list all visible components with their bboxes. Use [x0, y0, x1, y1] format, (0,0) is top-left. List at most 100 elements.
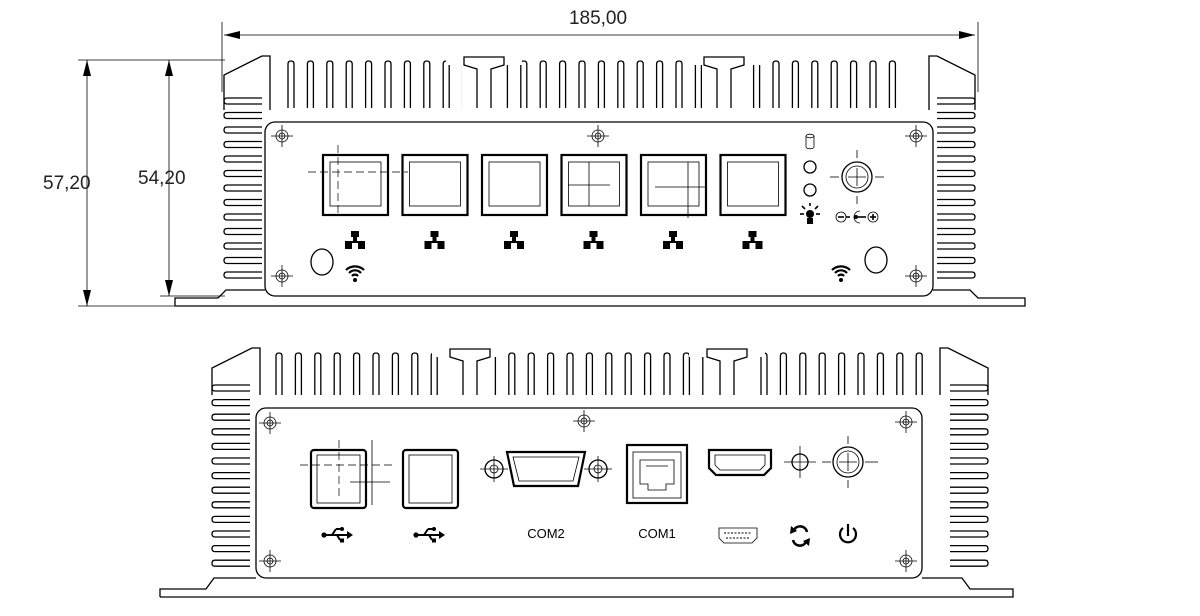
usb-port: [300, 440, 395, 510]
wifi-icon: [344, 265, 366, 284]
heatsink-fin: [937, 126, 976, 134]
dc-power-polarity-icon: [835, 210, 879, 224]
heatsink-fin: [636, 60, 644, 108]
heatsink-fin: [830, 60, 838, 108]
heatsink-fin: [211, 501, 250, 509]
usb-icon: [320, 526, 354, 544]
lan-port: [321, 153, 390, 217]
screw: [270, 124, 294, 148]
heatsink-fin: [950, 413, 989, 421]
heatsink-fin: [950, 486, 989, 494]
heatsink-fin: [223, 256, 262, 265]
heatsink-fin: [558, 60, 567, 108]
heatsink-fin: [937, 213, 976, 221]
front-view: [174, 55, 1026, 307]
heatsink-fin: [624, 352, 632, 395]
dimension-width-label: 185,00: [569, 8, 627, 29]
heatsink-fin: [837, 352, 846, 395]
heatsink-fin: [223, 140, 262, 149]
mounting-bracket: [159, 577, 1014, 598]
heatsink-fin: [539, 60, 547, 108]
heatsink-fin: [275, 352, 283, 395]
heatsink-fin: [950, 515, 989, 524]
screw: [894, 549, 918, 573]
heatsink-fin: [857, 352, 865, 395]
com2-label: COM2: [527, 526, 565, 541]
heatsink-fin: [818, 352, 826, 395]
heatsink-fin: [937, 155, 976, 163]
heatsink-fin: [849, 60, 858, 108]
dimension-height-total: 57,20: [43, 59, 225, 307]
chassis-outline: [211, 347, 989, 395]
screw: [572, 409, 596, 433]
heatsink-t-fin: [449, 348, 491, 395]
heatsink-fin: [937, 256, 976, 265]
heatsink-fin: [915, 352, 923, 395]
heatsink-fin: [211, 442, 250, 451]
heatsink-fin: [566, 352, 574, 395]
lan-icon: [742, 231, 763, 249]
heatsink-fin: [950, 442, 989, 451]
power-led: [803, 183, 817, 197]
heatsink-fin: [779, 352, 788, 395]
heatsink-t-fin: [703, 56, 745, 108]
heatsink-fin: [211, 486, 250, 494]
heatsink-fin: [211, 515, 250, 524]
lan-icon: [663, 231, 683, 249]
heatsink-fin: [655, 60, 664, 108]
heatsink-fin: [937, 184, 976, 192]
power-button: [822, 436, 878, 488]
wifi-icon: [830, 265, 852, 284]
heatsink-fin: [950, 544, 989, 553]
heatsink-t-fin: [706, 348, 748, 395]
hdmi-icon: [718, 527, 758, 544]
heatsink-fin: [869, 60, 877, 108]
heatsink-fin: [508, 352, 516, 395]
lan-ports: [308, 145, 787, 249]
dc-power-jack: [830, 150, 884, 204]
heatsink-fin: [287, 60, 295, 108]
heatsink-fin: [950, 530, 989, 538]
heatsink-fin: [950, 428, 989, 436]
mounting-bracket: [174, 289, 1026, 307]
lan-port: [401, 153, 469, 217]
heatsink-fin: [306, 60, 315, 108]
lan-port: [719, 153, 787, 217]
heatsink-fin: [876, 352, 885, 395]
heatsink-fin: [223, 111, 262, 120]
heatsink-fin: [391, 352, 400, 395]
heatsink-fin: [950, 471, 989, 480]
heatsink-fin: [223, 184, 262, 192]
heatsink-fin: [211, 413, 250, 421]
rear-screws: [258, 409, 918, 573]
com1-label: COM1: [638, 526, 676, 541]
hdmi-port: [707, 448, 773, 477]
heatsink-fin: [937, 271, 976, 279]
heatsink-fin: [223, 227, 262, 236]
heatsink-fin: [617, 60, 625, 108]
heatsink-fin: [364, 60, 373, 108]
heatsink-fin: [772, 60, 780, 108]
dimension-height-total-label: 57,20: [43, 173, 91, 194]
heatsink-fin: [423, 60, 431, 108]
screw: [586, 124, 610, 148]
heatsink-fins-side: [223, 97, 976, 279]
heatsink-fins-top: [287, 56, 897, 108]
heatsink-fin: [223, 271, 262, 279]
heatsink-fin: [211, 428, 250, 436]
heatsink-fin: [403, 60, 412, 108]
heatsink-fin: [937, 242, 976, 250]
reset-button: [784, 446, 816, 478]
heatsink-fin: [937, 140, 976, 149]
usb-icon: [412, 526, 446, 544]
heatsink-fin: [430, 352, 438, 395]
lan-icon: [504, 231, 524, 249]
dimension-width: 185,00: [221, 8, 979, 92]
heatsink-fins-side: [211, 384, 989, 567]
heatsink-fin: [294, 352, 303, 395]
heatsink-fin: [888, 60, 897, 108]
heatsink-fin: [950, 398, 989, 407]
screw: [270, 264, 294, 288]
heatsink-fin: [211, 398, 250, 407]
